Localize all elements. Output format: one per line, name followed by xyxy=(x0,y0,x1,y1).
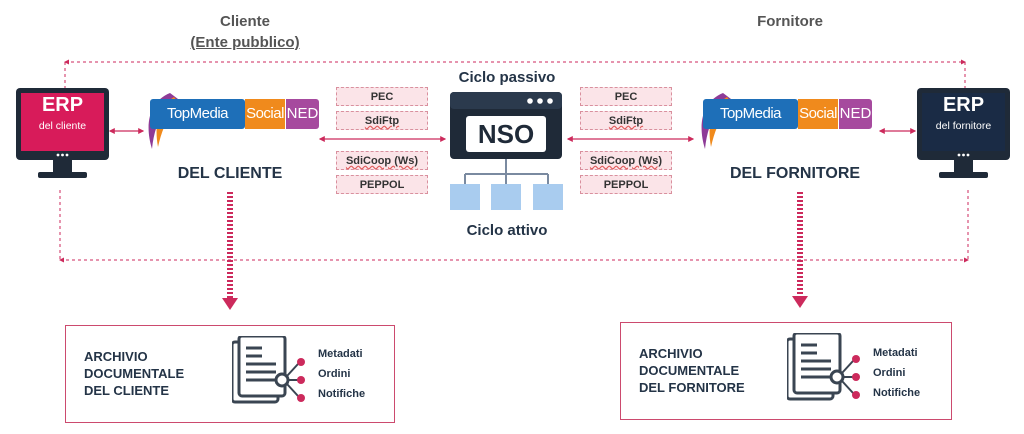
archive-supplier: ARCHIVIO DOCUMENTALE DEL FORNITORE Metad… xyxy=(620,322,952,420)
document-network-icon xyxy=(232,336,305,404)
client-header: Cliente (Ente pubblico) xyxy=(180,13,310,51)
archive-client-title: ARCHIVIO DOCUMENTALE DEL CLIENTE xyxy=(84,349,185,398)
nso-window: NSO xyxy=(448,92,565,212)
ned-text: NED xyxy=(839,99,872,129)
social-text: Social xyxy=(798,99,838,129)
document-network-icon xyxy=(787,333,860,401)
protocol-pec-left: PEC xyxy=(336,87,428,106)
protocol-peppol-right: PEPPOL xyxy=(580,175,672,194)
monitor-icon xyxy=(16,88,109,178)
monitor-icon xyxy=(917,88,1010,178)
erp-supplier-title: ERP xyxy=(942,94,985,116)
topmedia-logo-client: TopMedia Social NED xyxy=(140,93,330,149)
erp-client-subtitle: del cliente xyxy=(38,120,87,132)
archive-client-item-notifications: Notifiche xyxy=(318,388,366,400)
archive-supplier-item-notifications: Notifiche xyxy=(873,387,921,399)
archive-supplier-item-metadata: Metadati xyxy=(873,347,918,359)
cycle-active-label: Ciclo attivo xyxy=(466,222,548,239)
topmedia-logo-supplier: TopMedia Social NED xyxy=(693,93,883,149)
server-window-icon xyxy=(450,92,563,210)
client-header-title: Cliente xyxy=(219,13,270,30)
archive-client-item-metadata: Metadati xyxy=(318,348,363,360)
protocol-sdicoop-right: SdiCoop (Ws) xyxy=(580,151,672,170)
supplier-label: DEL FORNITORE xyxy=(729,165,861,182)
archive-supplier-title: ARCHIVIO DOCUMENTALE DEL FORNITORE xyxy=(639,346,745,395)
topmedia-text: TopMedia xyxy=(703,99,798,129)
protocol-sdicoop-left: SdiCoop (Ws) xyxy=(336,151,428,170)
archive-client-item-orders: Ordini xyxy=(318,368,351,380)
cycle-passive-label: Ciclo passivo xyxy=(458,69,556,86)
supplier-header: Fornitore xyxy=(757,13,823,30)
topmedia-text: TopMedia xyxy=(150,99,245,129)
protocol-sdiftp-left: SdiFtp xyxy=(336,111,428,130)
client-label: DEL CLIENTE xyxy=(177,165,283,182)
ned-text: NED xyxy=(286,99,319,129)
erp-client-monitor: ERP del cliente xyxy=(16,88,109,180)
erp-supplier-subtitle: del fornitore xyxy=(935,120,992,132)
social-text: Social xyxy=(245,99,285,129)
protocol-sdiftp-right: SdiFtp xyxy=(580,111,672,130)
archive-supplier-item-orders: Ordini xyxy=(873,367,906,379)
erp-supplier-monitor: ERP del fornitore xyxy=(917,88,1010,180)
nso-label: NSO xyxy=(477,119,535,149)
client-header-subtitle: (Ente pubblico) xyxy=(190,34,300,51)
archive-client: ARCHIVIO DOCUMENTALE DEL CLIENTE Metadat… xyxy=(65,325,395,423)
protocol-peppol-left: PEPPOL xyxy=(336,175,428,194)
protocol-pec-right: PEC xyxy=(580,87,672,106)
erp-client-title: ERP xyxy=(41,94,84,116)
